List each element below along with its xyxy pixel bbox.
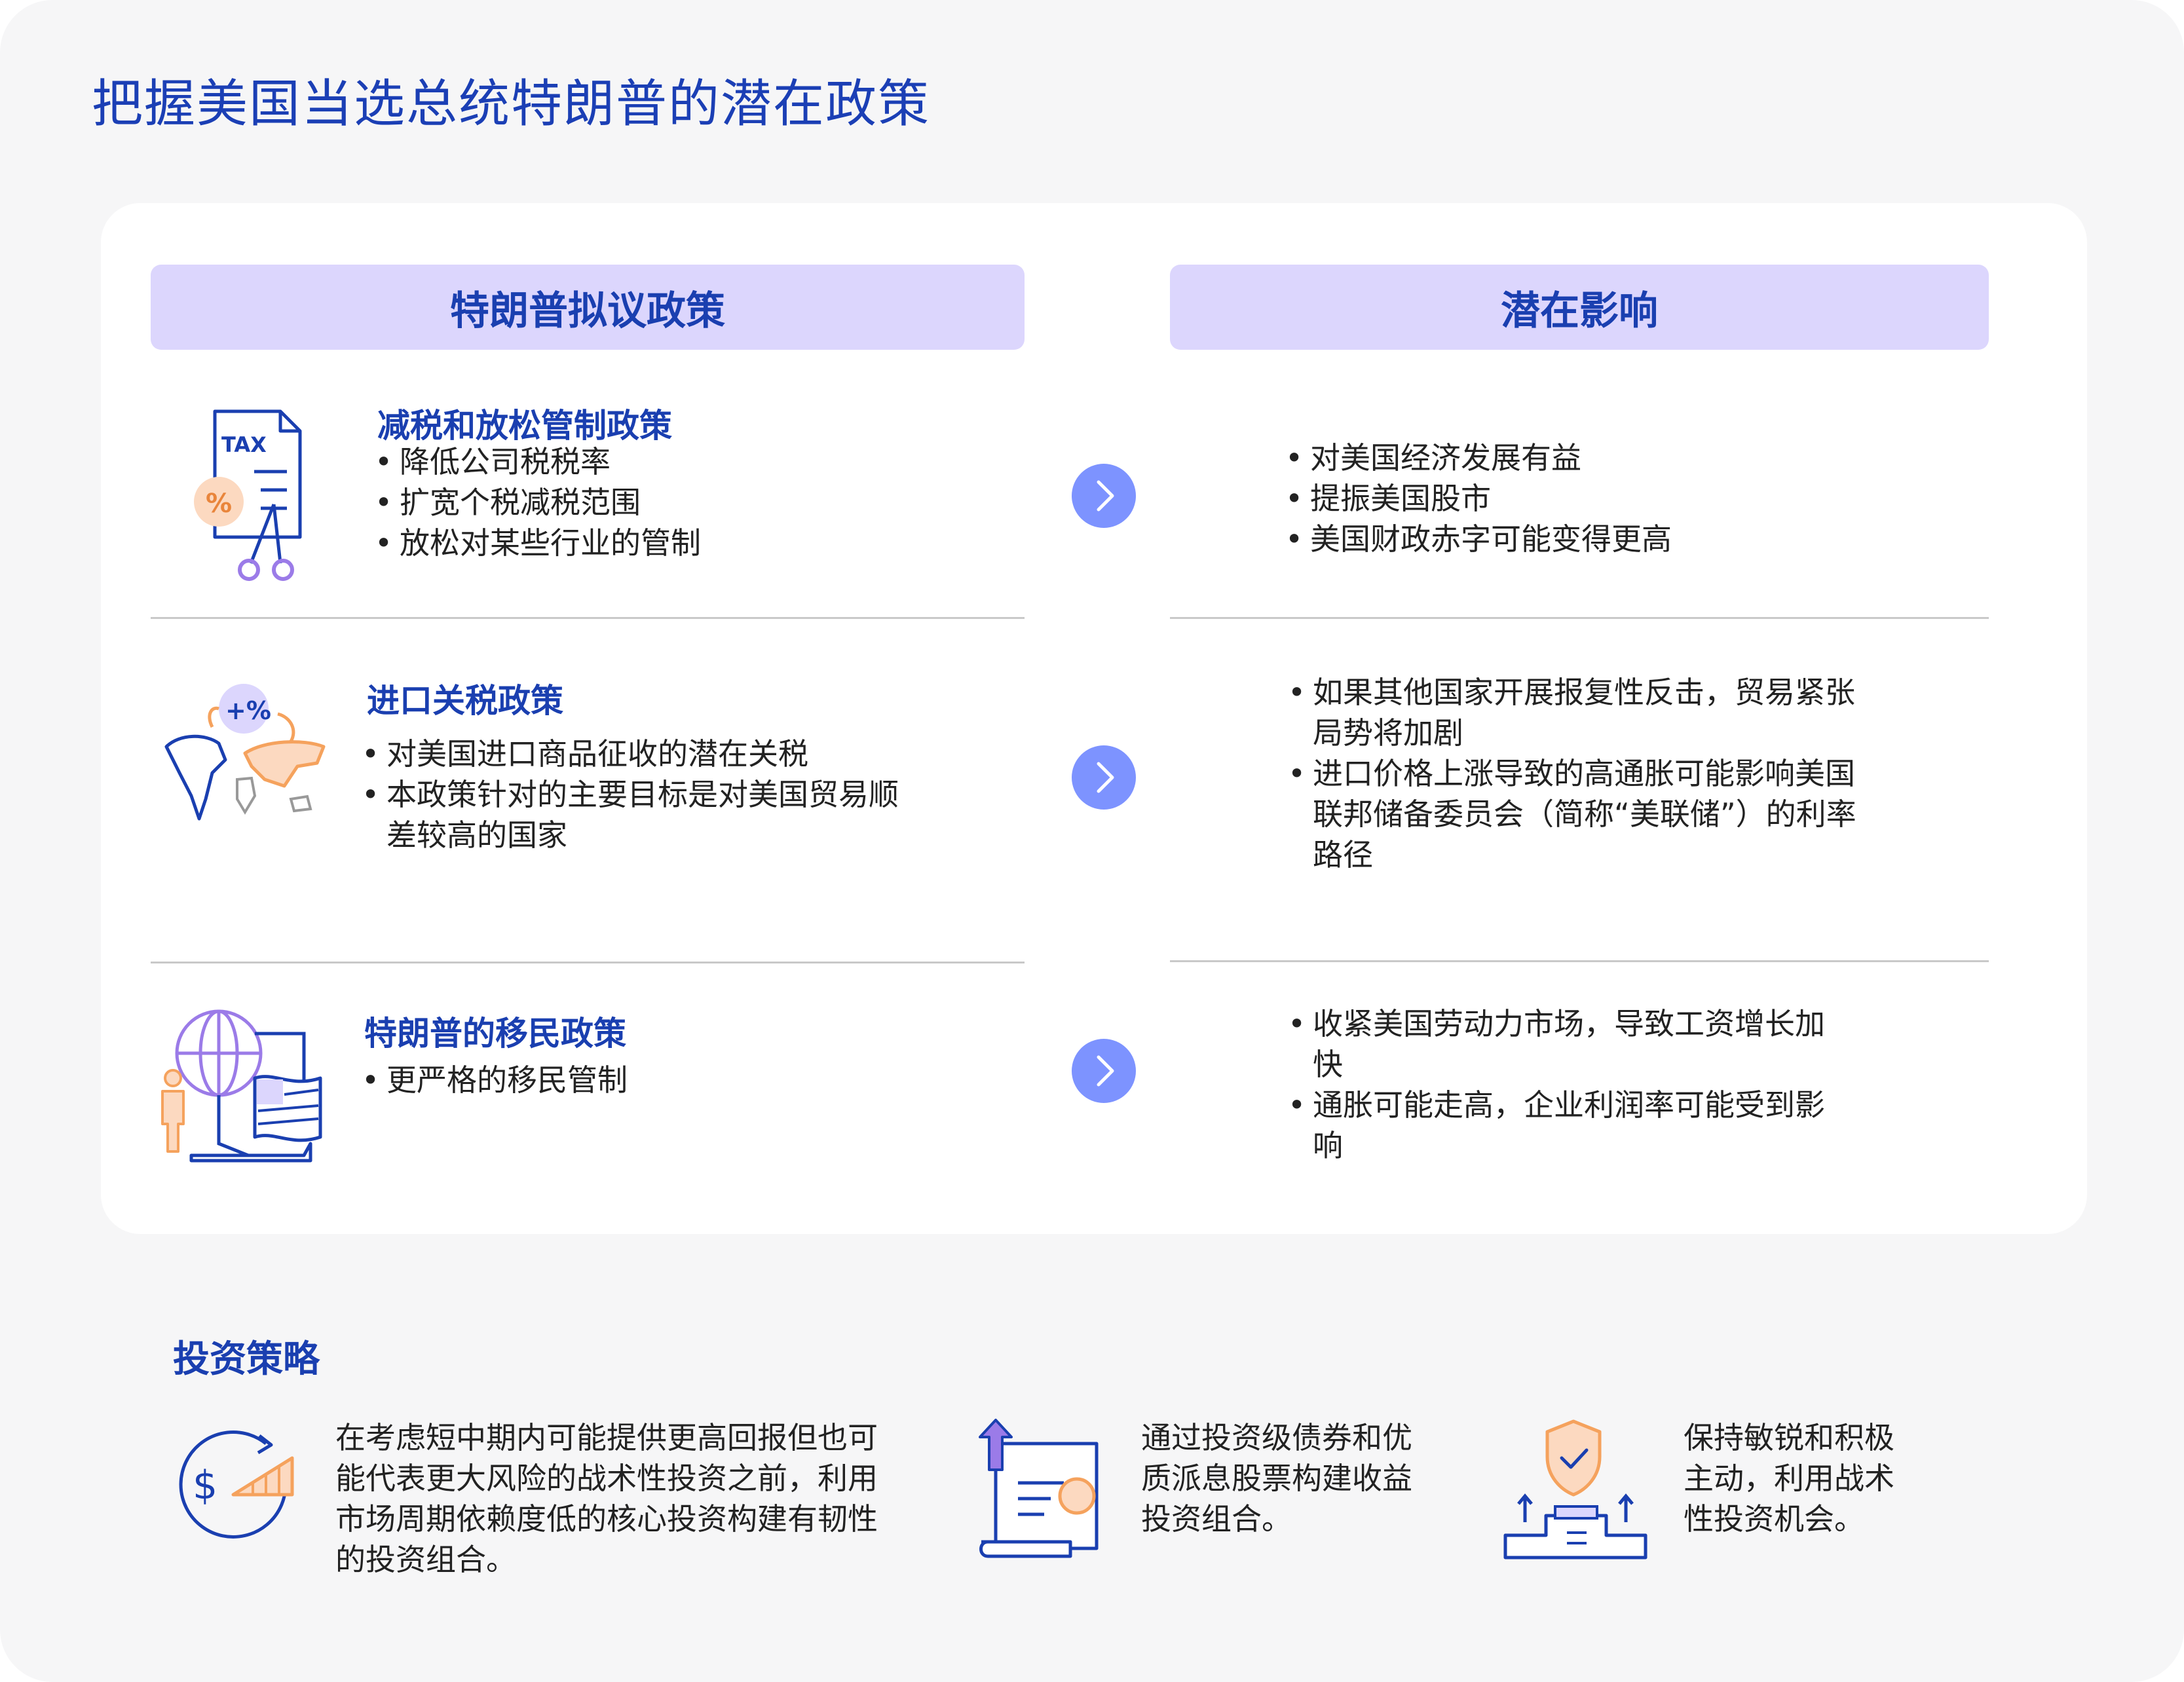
row-divider bbox=[1170, 617, 1989, 619]
dollar-cycle-chart-icon: $ bbox=[168, 1417, 299, 1551]
chevron-right-icon bbox=[1072, 745, 1136, 810]
list-item: 降低公司税税率 bbox=[375, 441, 964, 482]
chevron-right-icon bbox=[1072, 1039, 1136, 1103]
shield-podium-icon bbox=[1501, 1417, 1652, 1564]
strategy-text-tactical: 保持敏锐和积极主动，利用战术性投资机会。 bbox=[1684, 1420, 1894, 1537]
list-item: 对美国进口商品征收的潜在关税 bbox=[362, 734, 899, 774]
row-divider bbox=[1170, 960, 1989, 962]
certificate-scroll-icon bbox=[972, 1417, 1110, 1564]
row-divider bbox=[151, 962, 1025, 963]
policy-title-tax: 减税和放松管制政策 bbox=[377, 407, 672, 445]
list-item: 进口价格上涨导致的高通胀可能影响美国联邦储备委员会（简称“美联储”）的利率路径 bbox=[1288, 753, 1877, 875]
svg-text:$: $ bbox=[193, 1463, 217, 1508]
list-item: 本政策针对的主要目标是对美国贸易顺差较高的国家 bbox=[362, 774, 899, 855]
globe-flag-immigration-icon bbox=[153, 1006, 330, 1172]
column-header-impacts: 潜在影响 bbox=[1170, 265, 1989, 350]
impact-bullets-tax: 对美国经济发展有益 提振美国股市 美国财政赤字可能变得更高 bbox=[1285, 438, 1875, 559]
strategy-text-core: 在考虑短中期内可能提供更高回报但也可能代表更大风险的战术性投资之前，利用市场周期… bbox=[335, 1420, 878, 1577]
chevron-right-icon bbox=[1072, 464, 1136, 528]
policy-bullets-immigration: 更严格的移民管制 bbox=[362, 1060, 899, 1100]
list-item: 收紧美国劳动力市场，导致工资增长加快 bbox=[1288, 1003, 1825, 1085]
policy-bullets-tax: 降低公司税税率 扩宽个税减税范围 放松对某些行业的管制 bbox=[375, 441, 964, 563]
column-header-policies: 特朗普拟议政策 bbox=[151, 265, 1025, 350]
impact-bullets-tariff: 如果其他国家开展报复性反击，贸易紧张局势将加剧 进口价格上涨导致的高通胀可能影响… bbox=[1288, 672, 1877, 875]
list-item: 美国财政赤字可能变得更高 bbox=[1285, 519, 1875, 559]
strategy-title: 投资策略 bbox=[173, 1338, 320, 1381]
policy-title-tariff: 进口关税政策 bbox=[367, 682, 563, 720]
list-item: 放松对某些行业的管制 bbox=[375, 523, 964, 563]
list-item: 扩宽个税减税范围 bbox=[375, 482, 964, 523]
list-item: 通胀可能走高，企业利润率可能受到影响 bbox=[1288, 1085, 1825, 1166]
tax-scissors-icon: TAX % bbox=[189, 406, 307, 586]
tariff-label: +% bbox=[225, 696, 271, 725]
svg-text:%: % bbox=[206, 489, 232, 519]
strategy-text-income: 通过投资级债券和优质派息股票构建收益投资组合。 bbox=[1141, 1420, 1412, 1537]
list-item: 如果其他国家开展报复性反击，贸易紧张局势将加剧 bbox=[1288, 672, 1877, 753]
world-map-tariff-icon: +% bbox=[160, 681, 337, 828]
tax-label: TAX bbox=[221, 432, 267, 457]
policy-bullets-tariff: 对美国进口商品征收的潜在关税 本政策针对的主要目标是对美国贸易顺差较高的国家 bbox=[362, 734, 899, 855]
impact-bullets-immigration: 收紧美国劳动力市场，导致工资增长加快 通胀可能走高，企业利润率可能受到影响 bbox=[1288, 1003, 1825, 1166]
list-item: 更严格的移民管制 bbox=[362, 1060, 899, 1100]
list-item: 提振美国股市 bbox=[1285, 478, 1875, 519]
list-item: 对美国经济发展有益 bbox=[1285, 438, 1875, 478]
page-title: 把握美国当选总统特朗普的潜在政策 bbox=[92, 75, 931, 134]
policy-title-immigration: 特朗普的移民政策 bbox=[364, 1015, 626, 1053]
row-divider bbox=[151, 617, 1025, 619]
policy-card: 特朗普拟议政策 潜在影响 TAX % 减税和放松管制政策 降低公司税税率 扩宽个… bbox=[101, 203, 2087, 1234]
